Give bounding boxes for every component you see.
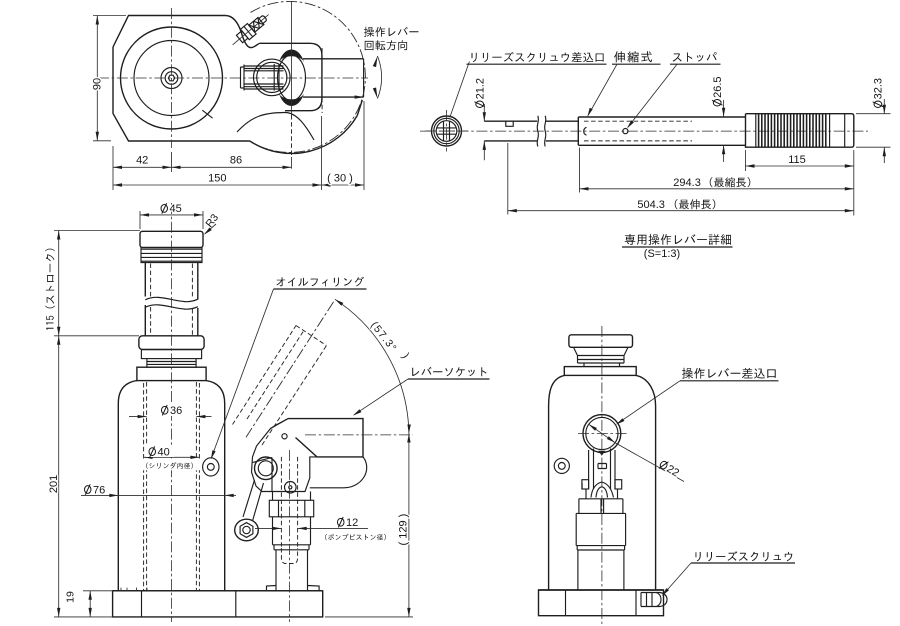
svg-text:150: 150 — [208, 172, 226, 184]
svg-text:21.2: 21.2 — [475, 78, 487, 99]
svg-text:(S=1:3): (S=1:3) — [644, 248, 680, 260]
svg-text:40: 40 — [158, 446, 170, 458]
svg-text:45: 45 — [170, 203, 182, 215]
svg-text:504.3: 504.3 — [637, 199, 665, 211]
svg-text:( 30 ): ( 30 ) — [327, 172, 353, 184]
svg-text:42: 42 — [136, 155, 148, 167]
svg-text:12: 12 — [346, 517, 358, 529]
svg-text:76: 76 — [93, 484, 105, 496]
svg-text:90: 90 — [91, 78, 103, 90]
svg-text:36: 36 — [170, 405, 182, 417]
svg-text:): ) — [399, 351, 411, 360]
svg-text:294.3: 294.3 — [673, 177, 701, 189]
svg-text:201: 201 — [48, 475, 60, 493]
svg-text:19: 19 — [65, 591, 77, 603]
svg-text:86: 86 — [230, 155, 242, 167]
svg-text:( 129 ): ( 129 ) — [398, 514, 410, 546]
svg-text:32.3: 32.3 — [873, 78, 885, 99]
svg-text:115: 115 — [788, 154, 806, 166]
svg-text:26.5: 26.5 — [712, 76, 724, 97]
